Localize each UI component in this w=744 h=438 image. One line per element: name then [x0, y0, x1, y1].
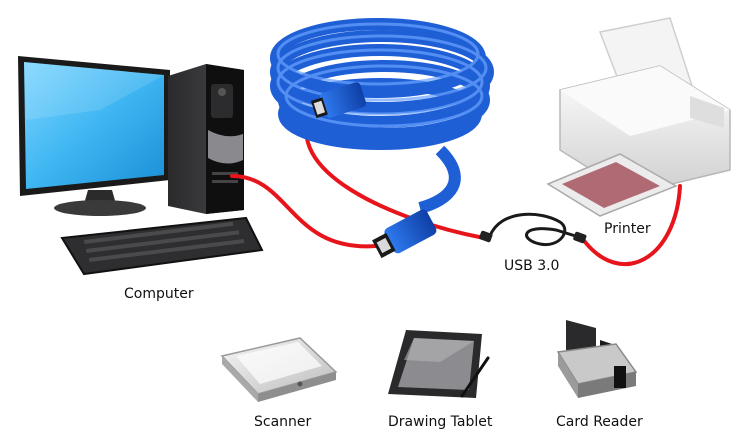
card-reader-label: Card Reader — [556, 414, 643, 430]
drawing-tablet-icon — [388, 330, 490, 398]
keyboard-icon — [60, 216, 264, 276]
tablet-label: Drawing Tablet — [388, 414, 493, 430]
cable-label: USB 3.0 — [504, 258, 560, 274]
scanner-label: Scanner — [254, 414, 312, 430]
computer-tower-icon — [168, 64, 244, 214]
computer-label: Computer — [124, 286, 194, 302]
usb-cable-coil-icon — [270, 18, 494, 214]
line-computer-to-plug — [230, 174, 378, 249]
printer-label: Printer — [604, 221, 651, 237]
scanner-icon — [220, 337, 338, 402]
usb-cable-small-icon — [479, 212, 587, 247]
printer-icon — [546, 17, 731, 217]
line-printer-link — [580, 184, 682, 267]
card-reader-icon — [556, 320, 638, 398]
monitor-icon — [18, 56, 170, 216]
usb-plug-icon — [372, 209, 437, 259]
